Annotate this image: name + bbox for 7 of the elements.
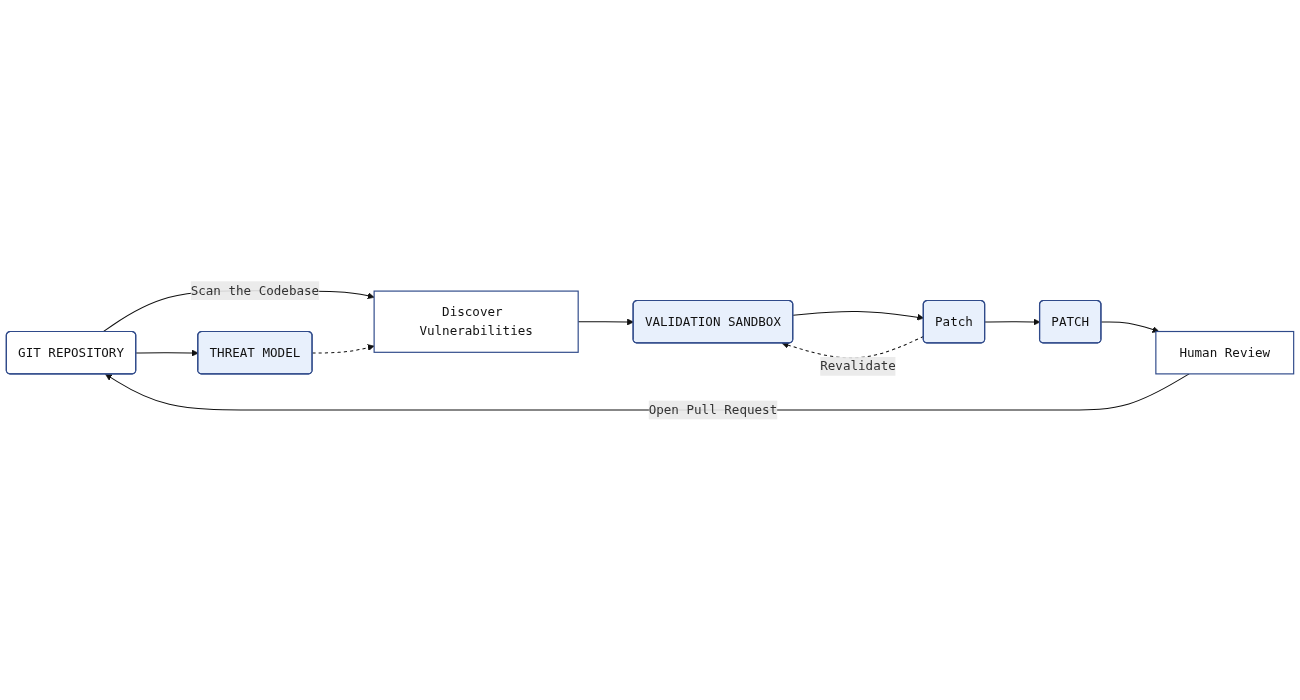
node-box: Human Review <box>1155 330 1295 375</box>
node-box: Discover Vulnerabilities <box>373 290 579 353</box>
edge-label: Revalidate <box>820 358 896 374</box>
arrow <box>1100 321 1160 333</box>
edge-label: Scan the Codebase <box>190 282 320 298</box>
edge-label: Open Pull Request <box>648 401 778 417</box>
arrow <box>792 310 924 321</box>
